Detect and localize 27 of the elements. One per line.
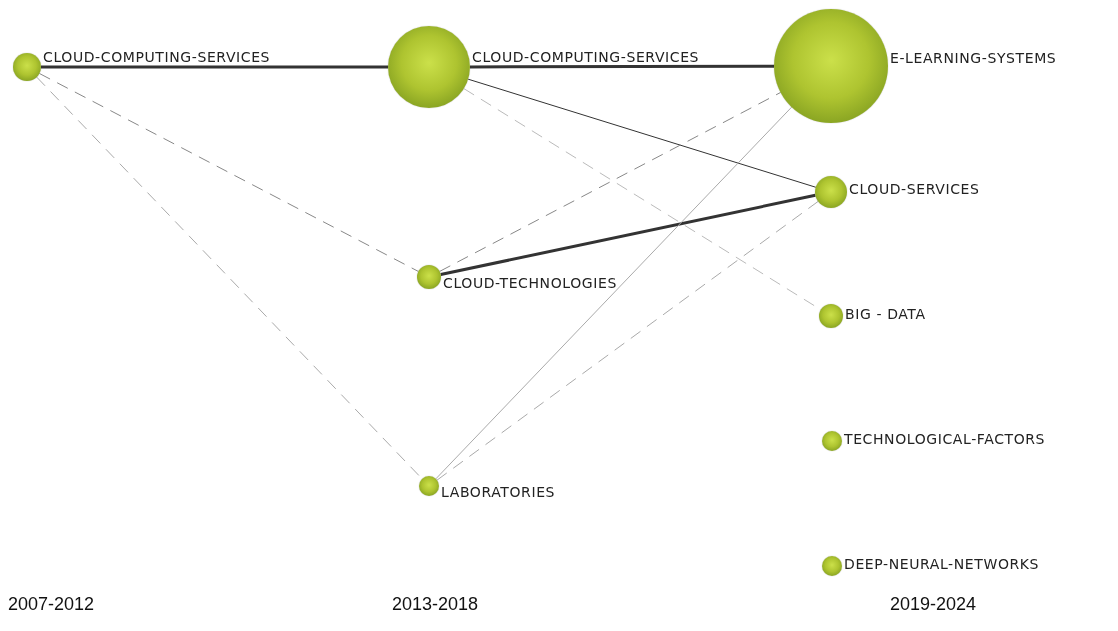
connector-line (435, 106, 793, 480)
topic-label: BIG - DATA (845, 306, 926, 322)
period-label: 2007-2012 (8, 594, 95, 615)
topic-label: TECHNOLOGICAL-FACTORS (844, 431, 1046, 447)
topic-bubble (13, 53, 41, 81)
period-label: 2013-2018 (392, 594, 479, 615)
topic-label: CLOUD-COMPUTING-SERVICES (472, 49, 700, 65)
topic-bubble (417, 265, 441, 289)
topic-label: DEEP-NEURAL-NETWORKS (844, 556, 1040, 572)
connector-line (470, 64, 774, 69)
topic-label: CLOUD-SERVICES (849, 181, 980, 197)
connector-line (439, 92, 782, 272)
topic-label: LABORATORIES (441, 484, 556, 500)
topic-label: CLOUD-TECHNOLOGIES (443, 275, 617, 291)
connector-line (38, 73, 419, 272)
connector-line (41, 65, 388, 69)
connector-line (436, 200, 819, 481)
topic-bubble (819, 304, 843, 328)
topic-bubble (419, 476, 439, 496)
topic-bubble (822, 431, 842, 451)
topic-label: CLOUD-COMPUTING-SERVICES (43, 49, 271, 65)
connector-line (467, 78, 817, 188)
connector-line (440, 193, 816, 276)
topic-label: E-LEARNING-SYSTEMS (890, 50, 1057, 66)
period-label: 2019-2024 (890, 594, 977, 615)
topic-bubble (815, 176, 847, 208)
topic-bubble (822, 556, 842, 576)
